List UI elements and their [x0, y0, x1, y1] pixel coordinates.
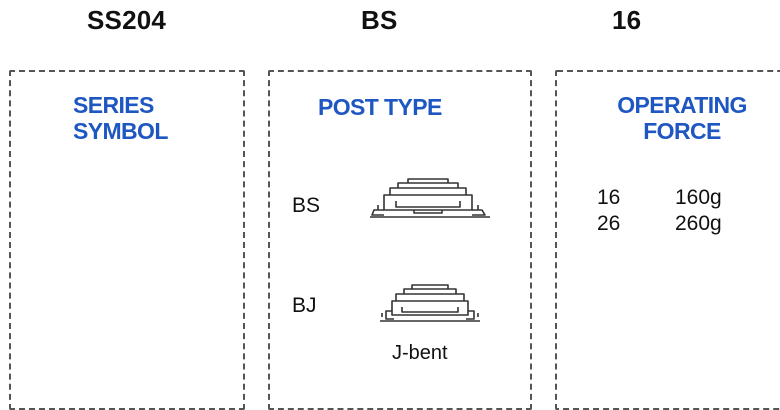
series-symbol-heading: SERIES SYMBOL: [73, 92, 168, 144]
post-type-box: POST TYPE BS BJ: [268, 70, 532, 410]
operating-force-heading-line1: OPERATING: [617, 92, 747, 118]
force-row-code: 16: [597, 186, 621, 209]
series-symbol-heading-line1: SERIES: [73, 92, 154, 118]
operating-force-box: OPERATING FORCE 16 160g 26 260g: [555, 70, 780, 410]
post-type-code: BS: [361, 5, 398, 35]
straight-terminal-switch-icon: [370, 178, 490, 218]
operating-force-heading: OPERATING FORCE: [597, 92, 767, 144]
force-row-code: 26: [597, 212, 621, 235]
series-code: SS204: [87, 5, 167, 35]
post-option-bj-label: BJ: [292, 294, 317, 317]
post-option-bj-caption: J-bent: [392, 342, 448, 364]
force-row-value: 160g: [675, 186, 722, 209]
series-symbol-box: SERIES SYMBOL: [9, 70, 245, 410]
force-row-value: 260g: [675, 212, 722, 235]
operating-force-heading-line2: FORCE: [643, 118, 721, 144]
post-option-bs-label: BS: [292, 194, 321, 217]
operating-force-code: 16: [612, 5, 642, 35]
series-symbol-heading-line2: SYMBOL: [73, 118, 168, 144]
post-type-heading: POST TYPE: [318, 94, 442, 120]
j-bent-terminal-switch-icon: [380, 284, 480, 322]
